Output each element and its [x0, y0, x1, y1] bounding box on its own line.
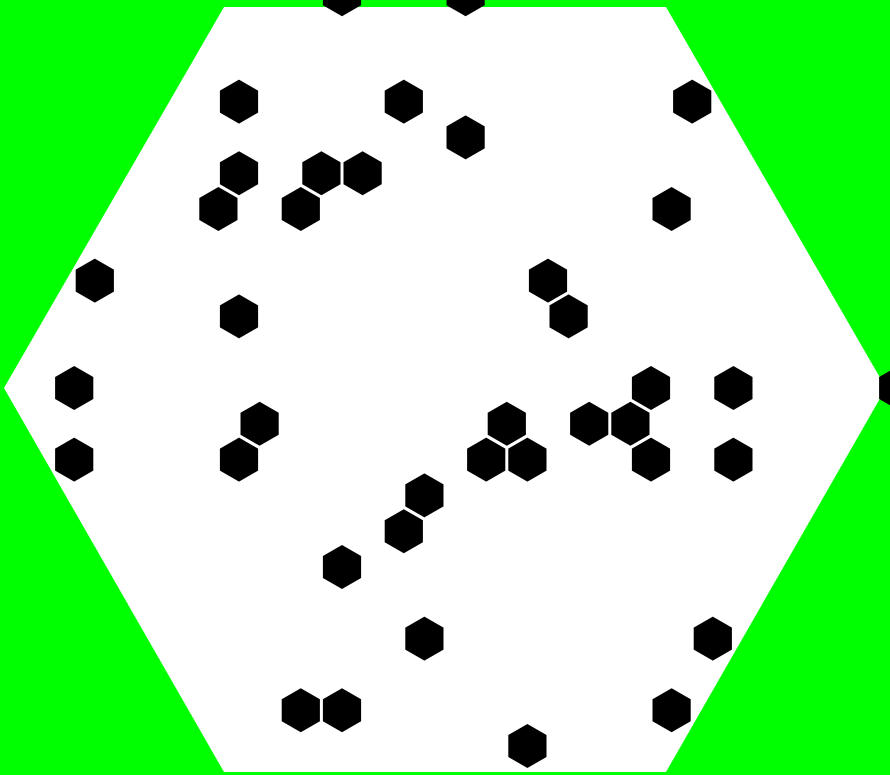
stone[interactable] — [384, 509, 423, 554]
stone[interactable] — [219, 79, 259, 124]
stone[interactable] — [631, 437, 671, 482]
stone[interactable] — [281, 688, 320, 733]
stone[interactable] — [343, 151, 382, 196]
stone[interactable] — [281, 187, 320, 231]
stone[interactable] — [570, 401, 609, 446]
stone[interactable] — [879, 366, 890, 410]
stone[interactable] — [75, 258, 114, 303]
stone[interactable] — [405, 616, 444, 661]
stone[interactable] — [446, 115, 485, 160]
stone[interactable] — [467, 437, 506, 482]
stones-layer — [55, 0, 890, 768]
stone[interactable] — [714, 366, 753, 410]
board-outline — [4, 7, 886, 772]
stone[interactable] — [219, 294, 259, 339]
stone[interactable] — [55, 437, 94, 482]
stone[interactable] — [508, 724, 547, 768]
stone[interactable] — [631, 366, 671, 410]
stone[interactable] — [384, 79, 423, 124]
stone[interactable] — [302, 151, 341, 196]
stone[interactable] — [528, 258, 568, 303]
stone[interactable] — [219, 151, 259, 196]
stone[interactable] — [322, 0, 362, 17]
stone[interactable] — [240, 401, 279, 446]
stone[interactable] — [487, 401, 526, 446]
stone[interactable] — [199, 187, 238, 231]
stone[interactable] — [219, 437, 259, 482]
stone[interactable] — [652, 688, 691, 733]
stone[interactable] — [322, 545, 362, 589]
stone[interactable] — [55, 366, 94, 410]
stone[interactable] — [611, 401, 650, 446]
stone[interactable] — [693, 616, 732, 661]
stone[interactable] — [322, 688, 362, 733]
stone[interactable] — [714, 437, 753, 482]
stone[interactable] — [508, 437, 547, 482]
stone[interactable] — [446, 0, 485, 17]
stone[interactable] — [405, 473, 444, 518]
stone[interactable] — [652, 187, 691, 231]
stone[interactable] — [549, 294, 588, 339]
stone[interactable] — [673, 79, 712, 124]
